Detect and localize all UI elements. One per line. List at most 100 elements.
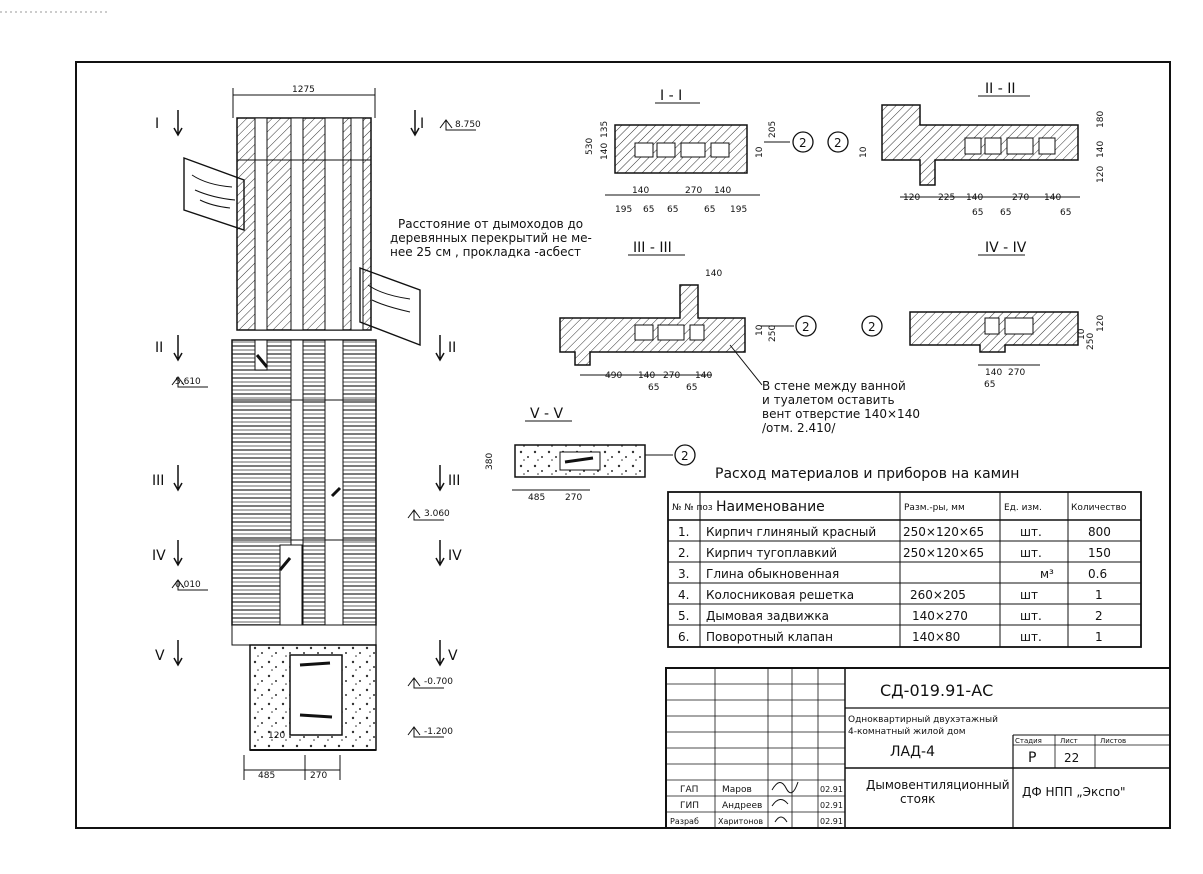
svg-text:Одноквартирный двухэтажный: Одноквартирный двухэтажный	[848, 715, 998, 725]
svg-text:250×120×65: 250×120×65	[903, 525, 984, 539]
bottom-dim-2: 270	[310, 771, 327, 781]
svg-text:135: 135	[600, 121, 610, 138]
svg-text:02.91: 02.91	[820, 801, 843, 810]
sheet-number: 22	[1064, 751, 1079, 765]
bottom-dim-1: 485	[258, 771, 275, 781]
svg-text:490: 490	[605, 371, 622, 381]
svg-text:вент отверстие 140×140: вент отверстие 140×140	[762, 407, 920, 421]
svg-text:10: 10	[755, 324, 765, 336]
svg-text:65: 65	[643, 205, 654, 215]
mark-III-left: III	[152, 473, 164, 489]
small-dim: 120	[268, 731, 285, 741]
svg-text:Поворотный клапан: Поворотный клапан	[706, 630, 833, 644]
svg-text:485: 485	[528, 493, 545, 503]
svg-text:IV - IV: IV - IV	[985, 240, 1027, 256]
svg-text:2: 2	[868, 320, 876, 334]
svg-text:140: 140	[632, 186, 649, 196]
section-IV-IV: IV - IV 2 140 270 65 120 250 10	[861, 240, 1106, 390]
svg-text:Разраб: Разраб	[670, 817, 699, 826]
svg-text:270: 270	[1012, 193, 1029, 203]
svg-text:10: 10	[755, 146, 765, 158]
svg-text:10: 10	[859, 146, 869, 158]
note-wall: В стене между ванной и туалетом оставить…	[762, 379, 920, 435]
elev-1200: -1.200	[424, 727, 453, 737]
svg-text:V - V: V - V	[530, 406, 564, 422]
table-row: 6. Поворотный клапан 140×80 шт. 1	[678, 630, 1103, 644]
svg-text:м³: м³	[1040, 567, 1054, 581]
svg-text:Стадия: Стадия	[1015, 737, 1042, 745]
svg-text:140: 140	[1096, 141, 1106, 158]
svg-text:65: 65	[686, 383, 697, 393]
svg-text:140: 140	[600, 143, 610, 160]
svg-text:150: 150	[1088, 546, 1111, 560]
section-V-V: V - V 485 270 380 2	[485, 406, 696, 503]
svg-text:180: 180	[1096, 111, 1106, 128]
svg-text:Андреев: Андреев	[722, 801, 762, 811]
svg-text:02.91: 02.91	[820, 817, 843, 826]
mark-I-right: I	[420, 116, 424, 132]
svg-text:140: 140	[966, 193, 983, 203]
svg-text:800: 800	[1088, 525, 1111, 539]
svg-text:250: 250	[1086, 333, 1096, 350]
svg-text:III - III: III - III	[633, 240, 672, 256]
svg-text:140: 140	[695, 371, 712, 381]
svg-text:2.: 2.	[678, 546, 689, 560]
signature-row: Разраб Харитонов 02.91	[670, 817, 843, 826]
svg-text:Дымовая задвижка: Дымовая задвижка	[706, 609, 829, 623]
svg-text:1: 1	[1095, 630, 1103, 644]
svg-text:140: 140	[638, 371, 655, 381]
svg-text:шт.: шт.	[1020, 546, 1042, 560]
svg-text:02.91: 02.91	[820, 785, 843, 794]
svg-text:4.: 4.	[678, 588, 689, 602]
table-row: 4. Колосниковая решетка 260×205 шт 1	[678, 588, 1103, 602]
svg-text:140: 140	[1044, 193, 1061, 203]
elev-5610: 5.610	[175, 377, 201, 387]
svg-text:2: 2	[834, 136, 842, 150]
table-row: 5. Дымовая задвижка 140×270 шт. 2	[678, 609, 1103, 623]
overall-width-dim: 1275	[292, 85, 315, 95]
svg-text:205: 205	[768, 121, 778, 138]
organization: ДФ НПП „Экспо"	[1022, 785, 1126, 799]
svg-text:5.: 5.	[678, 609, 689, 623]
svg-text:Глина обыкновенная: Глина обыкновенная	[706, 567, 839, 581]
svg-text:Листов: Листов	[1100, 737, 1126, 745]
elev-8750: 8.750	[455, 120, 481, 130]
table-row: 3. Глина обыкновенная м³ 0.6	[678, 567, 1107, 581]
svg-text:195: 195	[615, 205, 632, 215]
svg-text:530: 530	[585, 138, 595, 155]
svg-text:140×270: 140×270	[912, 609, 968, 623]
section-III-III: III - III 490 140 270 140 65 65 140 250 …	[559, 240, 817, 393]
table-row: 1. Кирпич глиняный красный 250×120×65 шт…	[678, 525, 1111, 539]
elev-0010: 0.010	[175, 580, 201, 590]
svg-text:1: 1	[1095, 588, 1103, 602]
svg-text:6.: 6.	[678, 630, 689, 644]
svg-text:65: 65	[1000, 208, 1011, 218]
svg-text:шт: шт	[1020, 588, 1038, 602]
svg-text:Маров: Маров	[722, 785, 752, 795]
svg-text:шт.: шт.	[1020, 525, 1042, 539]
svg-text:Харитонов: Харитонов	[718, 817, 763, 826]
svg-text:деревянных перекрытий не ме-: деревянных перекрытий не ме-	[390, 231, 592, 245]
svg-text:270: 270	[1008, 368, 1025, 378]
svg-text:Колосниковая решетка: Колосниковая решетка	[706, 588, 854, 602]
svg-text:I - I: I - I	[660, 88, 682, 104]
svg-text:260×205: 260×205	[910, 588, 966, 602]
title-block: СД-019.91-АС Одноквартирный двухэтажный …	[665, 667, 1171, 829]
mark-II-right: II	[448, 340, 456, 356]
svg-text:270: 270	[565, 493, 582, 503]
mark-IV-left: IV	[152, 548, 166, 564]
svg-text:3.: 3.	[678, 567, 689, 581]
mark-V-right: V	[448, 648, 458, 664]
svg-text:4-комнатный жилой дом: 4-комнатный жилой дом	[848, 727, 966, 737]
svg-text:Лист: Лист	[1060, 737, 1078, 745]
signatures	[771, 781, 799, 823]
svg-text:/отм. 2.410/: /отм. 2.410/	[762, 421, 836, 435]
signature-row: ГИП Андреев 02.91	[680, 801, 843, 811]
svg-text:2: 2	[681, 449, 689, 463]
svg-text:2: 2	[799, 136, 807, 150]
svg-text:№ № поз: № № поз	[672, 503, 713, 513]
svg-text:Дымовентиляционный: Дымовентиляционный	[866, 778, 1010, 792]
project-name: ЛАД-4	[890, 744, 935, 760]
svg-text:Кирпич глиняный красный: Кирпич глиняный красный	[706, 525, 876, 539]
svg-text:2: 2	[1095, 609, 1103, 623]
